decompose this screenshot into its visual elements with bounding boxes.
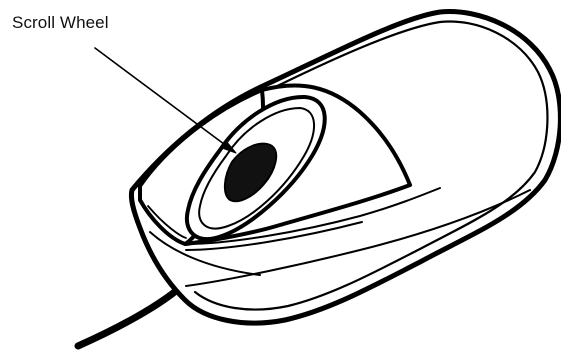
callout-arrow-line — [95, 48, 232, 150]
scroll-wheel-label: Scroll Wheel — [12, 13, 109, 33]
